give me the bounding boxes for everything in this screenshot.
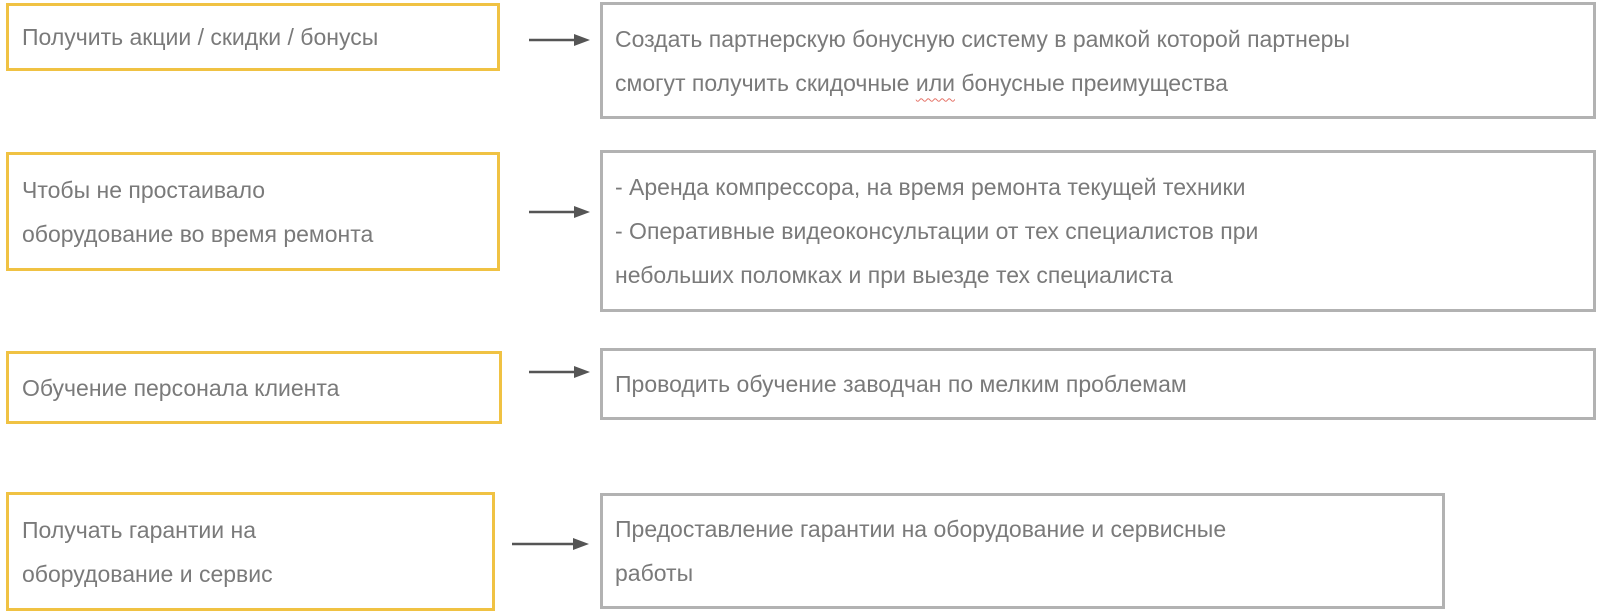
- solution-box-bonus-system[interactable]: Создать партнерскую бонусную систему в р…: [600, 2, 1596, 119]
- need-text: Обучение персонала клиента: [22, 374, 340, 401]
- solution-text-part: смогут получить скидочные: [615, 69, 916, 96]
- need-box-staff-training[interactable]: Обучение персонала клиента: [6, 351, 502, 424]
- need-text-line: оборудование и сервис: [22, 560, 273, 587]
- arrow-icon[interactable]: [528, 205, 592, 219]
- solution-box-warranty-provision[interactable]: Предоставление гарантии на оборудование …: [600, 493, 1445, 609]
- solution-box-training[interactable]: Проводить обучение заводчан по мелким пр…: [600, 348, 1596, 420]
- need-text: Получить акции / скидки / бонусы: [22, 24, 379, 50]
- arrow-icon[interactable]: [528, 33, 592, 47]
- solution-text: Проводить обучение заводчан по мелким пр…: [615, 371, 1187, 397]
- need-box-promotions[interactable]: Получить акции / скидки / бонусы: [6, 3, 500, 71]
- need-box-no-downtime[interactable]: Чтобы не простаивало оборудование во вре…: [6, 152, 500, 271]
- solution-text-line: Создать партнерскую бонусную систему в р…: [615, 25, 1350, 52]
- need-text-line: Чтобы не простаивало: [22, 176, 266, 203]
- solution-text-line: небольших поломках и при выезде тех спец…: [615, 262, 1173, 288]
- need-text-line: Получать гарантии на: [22, 516, 256, 543]
- arrow-icon[interactable]: [511, 537, 591, 551]
- solution-text-line: Предоставление гарантии на оборудование …: [615, 516, 1227, 542]
- solution-text-line: - Оперативные видеоконсультации от тех с…: [615, 218, 1259, 244]
- solution-text-line: работы: [615, 560, 694, 586]
- misspelled-word: или: [915, 69, 955, 96]
- solution-text-line: смогут получить скидочные или бонусные п…: [615, 61, 1593, 105]
- solution-box-rental-consulting[interactable]: - Аренда компрессора, на время ремонта т…: [600, 150, 1596, 312]
- solution-text-part: бонусные преимущества: [954, 69, 1228, 96]
- need-box-warranty[interactable]: Получать гарантии на оборудование и серв…: [6, 492, 495, 611]
- need-text-line: оборудование во время ремонта: [22, 220, 374, 247]
- solution-text-line: - Аренда компрессора, на время ремонта т…: [615, 174, 1246, 200]
- arrow-icon[interactable]: [528, 365, 592, 379]
